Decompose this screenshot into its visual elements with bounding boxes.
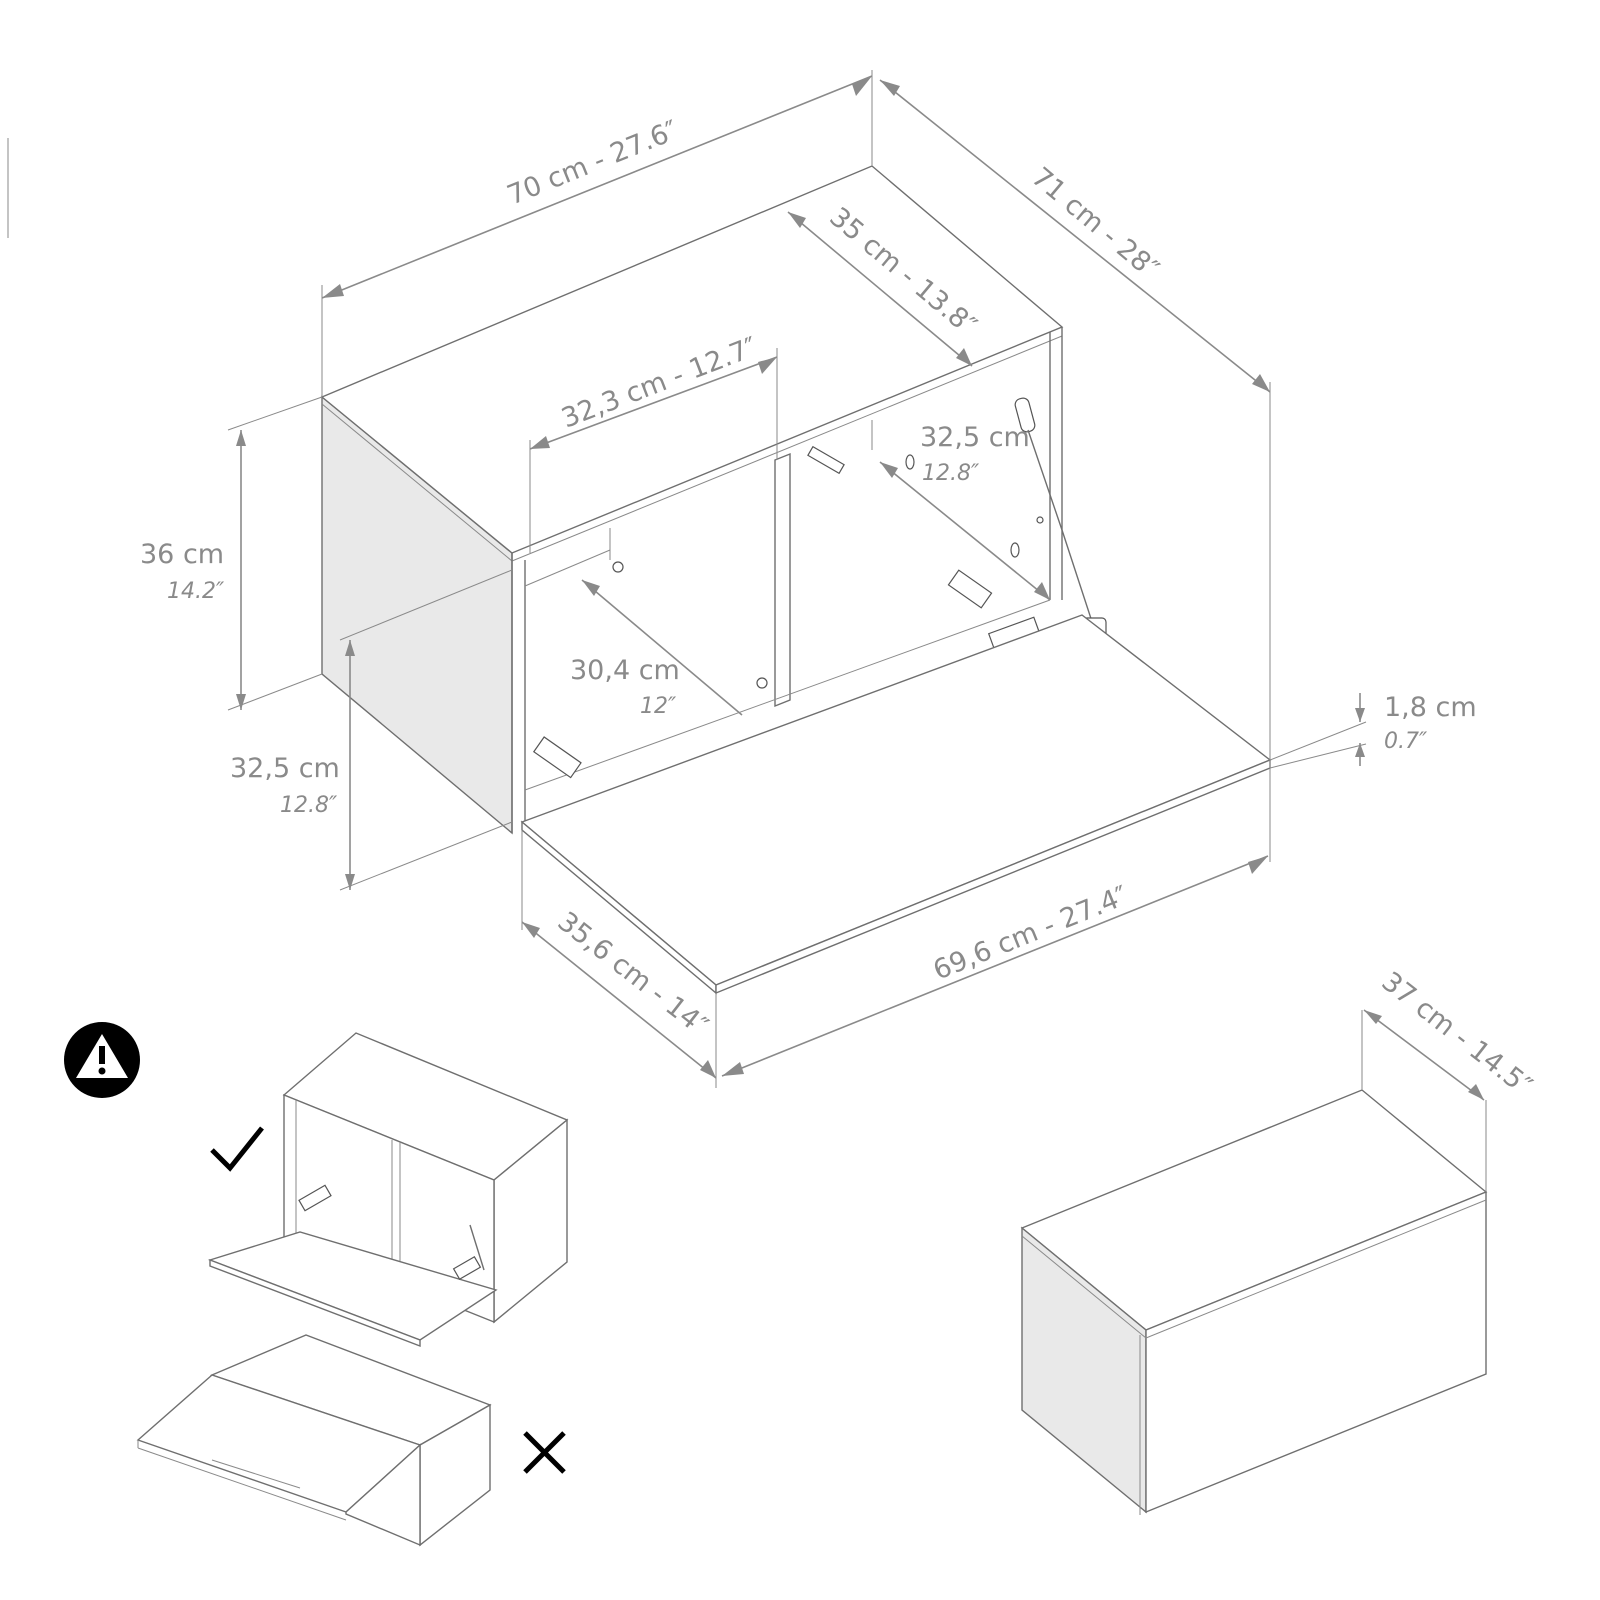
main-cabinet [320, 165, 1272, 995]
dim-shelf-depth-cm: 30,4 cm [570, 655, 680, 686]
dim-height-cm: 36 cm [140, 539, 224, 570]
cross-icon [523, 1431, 566, 1474]
check-icon [210, 1126, 264, 1172]
dim-door-height-in: 12.8″ [280, 793, 338, 818]
dim-inner-diag-in: 12.8″ [922, 461, 980, 486]
dimension-lines [227, 70, 1367, 1088]
correct-illustration [207, 1032, 569, 1348]
dim-door-width: 69,6 cm - 27.4″ [929, 880, 1133, 986]
dim-closed-depth: 37 cm - 14.5″ [1376, 966, 1538, 1102]
dim-shelf-depth-in: 12″ [640, 694, 677, 719]
warning-icon [64, 1022, 140, 1098]
wrong-illustration [136, 1334, 492, 1547]
dim-height-in: 14.2″ [167, 579, 225, 604]
dim-thickness-in: 0.7″ [1384, 729, 1428, 754]
closed-cabinet [1020, 1009, 1488, 1515]
dim-thickness-cm: 1,8 cm [1384, 692, 1477, 723]
dim-door-height-cm: 32,5 cm [230, 753, 340, 784]
dim-depth-top: 71 cm - 28″ [1026, 162, 1165, 286]
arrowheads [236, 76, 1484, 1100]
dim-inner-diag-cm: 32,5 cm [920, 422, 1030, 453]
